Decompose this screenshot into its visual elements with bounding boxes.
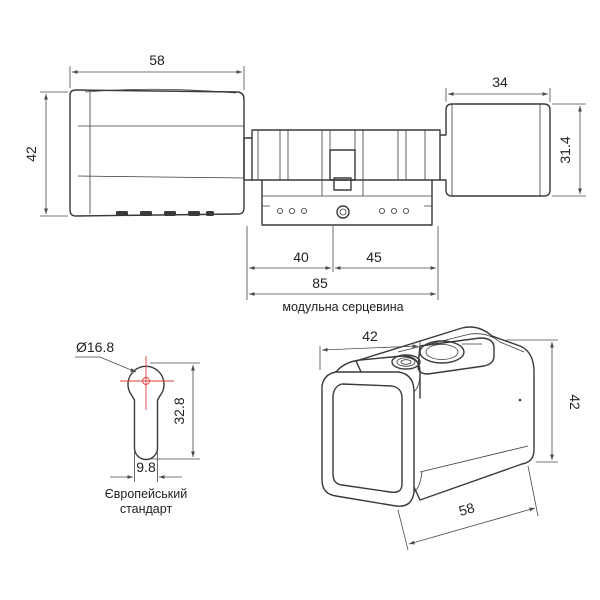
label-knob-width: 58 (149, 52, 165, 68)
label-knob-height: 42 (23, 146, 39, 162)
dimension-knob-width: 58 (69, 52, 245, 90)
euro-profile-view: Ø16.8 32.8 9.8 Європейський стандарт (75, 339, 200, 516)
label-profile-width: 9.8 (136, 459, 156, 475)
dimension-right-body: 45 (335, 249, 436, 270)
label-thumb-width: 34 (492, 74, 508, 90)
caption-european-line2: стандарт (120, 502, 173, 516)
dimension-iso-height: 42 (506, 339, 583, 463)
dimension-iso-width: 42 (319, 328, 421, 370)
caption-european-line1: Європейський (105, 487, 187, 501)
dimension-total-length: 85 (249, 275, 436, 296)
dimension-knob-height: 42 (23, 91, 68, 217)
cylinder-core (243, 129, 441, 226)
dimension-thumb-height: 31.4 (552, 103, 586, 197)
isometric-view: 42 42 58 (319, 326, 583, 551)
dimension-diameter: Ø16.8 (75, 339, 137, 373)
label-profile-height: 32.8 (171, 397, 187, 424)
caption-modular-core: модульна серцевина (282, 300, 403, 314)
dimension-profile-width: 9.8 (110, 452, 182, 482)
thumb-turn (439, 103, 551, 197)
dimension-left-body: 40 (249, 249, 331, 270)
label-diameter: Ø16.8 (76, 339, 114, 355)
dimension-iso-depth: 58 (397, 465, 539, 551)
smart-knob-body (69, 88, 245, 217)
label-iso-height: 42 (567, 394, 583, 410)
label-iso-depth: 58 (457, 499, 477, 519)
label-total-length: 85 (312, 275, 328, 291)
label-right-body: 45 (366, 249, 382, 265)
label-iso-width: 42 (362, 328, 378, 344)
label-left-body: 40 (293, 249, 309, 265)
dimension-thumb-width: 34 (445, 74, 551, 102)
label-thumb-height: 31.4 (557, 136, 573, 163)
dimension-profile-height: 32.8 (150, 362, 200, 460)
side-elevation-view: 58 42 34 31.4 40 (23, 52, 586, 314)
